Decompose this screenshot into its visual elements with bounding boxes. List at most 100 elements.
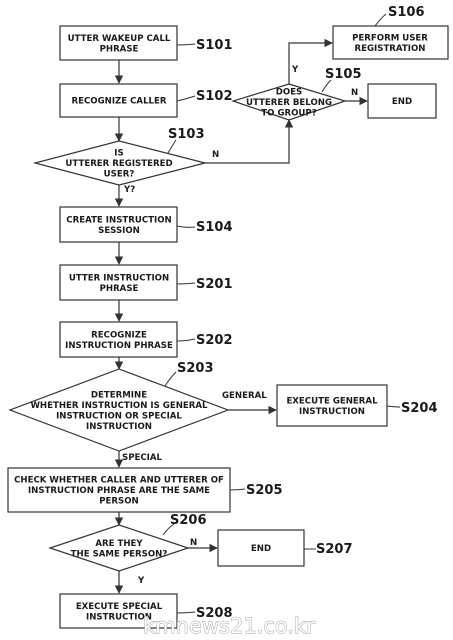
step-labels: S101 S102 S103 S104 S105 S106 S201 S202 … [168, 5, 438, 621]
leader-s202 [176, 338, 196, 342]
step-label-s203: S203 [177, 361, 214, 376]
s208-line-1: EXECUTE SPECIAL [76, 602, 163, 612]
leader-s203 [164, 371, 177, 387]
leader-s205 [229, 488, 246, 491]
s204-line-2: INSTRUCTION [299, 407, 365, 417]
s102-line-1: RECOGNIZE CALLER [71, 97, 166, 107]
leader-s206 [162, 523, 175, 536]
s103-line-3: USER? [104, 170, 135, 180]
step-label-s101: S101 [196, 38, 233, 53]
s201-line-1: UTTER INSTRUCTION [69, 273, 169, 283]
process-box-s204 [276, 384, 388, 427]
s205-line-1: CHECK WHETHER CALLER AND UTTERER OF [14, 476, 224, 486]
s206-line-2: THE SAME PERSON? [71, 549, 168, 559]
node-text-s207: END [251, 544, 271, 554]
s201-line-2: PHRASE [100, 284, 139, 294]
s106-line-2: REGISTRATION [355, 44, 426, 54]
edge-label-s105-no: N [351, 88, 358, 98]
step-label-s104: S104 [196, 220, 233, 235]
watermark: kmnews21.co.kr [143, 614, 315, 638]
process-box-s208 [59, 593, 178, 629]
s205-line-2: INSTRUCTION PHRASE ARE THE SAME [28, 486, 210, 496]
leader-s106 [374, 13, 387, 27]
edge-label-s206-yes: Y [137, 576, 145, 586]
s105-line-2: UTTERER BELONG [246, 98, 332, 108]
edge-labels: N Y? Y N GENERAL SPECIAL N Y [122, 65, 358, 586]
edge-label-s103-no: N [212, 150, 219, 160]
connectors [114, 38, 368, 594]
node-text-end-1: END [392, 97, 412, 107]
s104-line-1: CREATE INSTRUCTION [66, 215, 171, 225]
leader-s102 [176, 95, 196, 102]
step-label-s202: S202 [196, 333, 233, 348]
leader-s103 [167, 139, 177, 154]
s206-line-1: ARE THEY [95, 539, 143, 549]
s106-line-1: PERFORM USER [352, 33, 428, 43]
decision-diamond-s103 [32, 140, 206, 186]
leader-s208 [176, 611, 196, 614]
s202-line-1: RECOGNIZE [91, 330, 147, 340]
node-text-s102: RECOGNIZE CALLER [71, 97, 166, 107]
s205-line-3: PERSON [99, 497, 138, 507]
edge-label-s103-yes: Y? [123, 185, 135, 195]
leader-s101 [176, 43, 196, 46]
decision-diamond-s203 [8, 368, 230, 452]
terminal-box-end-1 [367, 83, 437, 119]
s203-line-4: INSTRUCTION [86, 422, 152, 432]
s207-line-1: END [251, 544, 271, 554]
step-label-s106: S106 [388, 5, 425, 20]
decision-diamond-s206 [48, 524, 190, 572]
edge-label-s206-no: N [190, 538, 197, 548]
step-label-s206: S206 [170, 513, 207, 528]
process-box-s106 [332, 25, 449, 60]
process-box-s205 [7, 467, 231, 513]
s203-line-1: DETERMINE [91, 390, 147, 400]
step-label-s103: S103 [168, 127, 205, 142]
shapes [7, 25, 449, 629]
end1-line-1: END [392, 97, 412, 107]
edge-label-s105-yes: Y [291, 65, 299, 75]
s104-line-2: SESSION [98, 226, 140, 236]
step-label-s205: S205 [246, 483, 283, 498]
s101-line-2: PHRASE [100, 44, 139, 54]
step-label-s102: S102 [196, 89, 233, 104]
s101-line-1: UTTER WAKEUP CALL [68, 34, 171, 44]
process-box-s101 [59, 25, 178, 61]
s208-line-2: INSTRUCTION [86, 612, 152, 622]
step-label-s105: S105 [325, 67, 362, 82]
leader-s204 [386, 405, 401, 408]
s204-line-1: EXECUTE GENERAL [286, 396, 378, 406]
step-label-s207: S207 [316, 542, 353, 557]
s203-line-3: INSTRUCTION OR SPECIAL [56, 411, 182, 421]
edge-s103-s105 [205, 119, 294, 164]
step-label-s204: S204 [401, 401, 438, 416]
process-box-s104 [59, 206, 178, 243]
edge-label-s203-special: SPECIAL [122, 453, 163, 463]
s202-line-2: INSTRUCTION PHRASE [65, 341, 173, 351]
step-label-s201: S201 [196, 277, 233, 292]
step-label-s208: S208 [196, 606, 233, 621]
terminal-box-s207 [217, 529, 305, 567]
process-box-s201 [59, 264, 178, 301]
s103-line-1: IS [114, 149, 123, 159]
s105-line-3: TO GROUP? [261, 109, 316, 119]
s105-line-1: DOES [276, 88, 303, 98]
s103-line-2: UTTERER REGISTERED [65, 159, 172, 169]
edge-label-s203-general: GENERAL [222, 391, 267, 401]
step-leaders [162, 13, 401, 614]
s203-line-2: WHETHER INSTRUCTION IS GENERAL [30, 401, 208, 411]
edge-s105-s106 [288, 38, 333, 84]
